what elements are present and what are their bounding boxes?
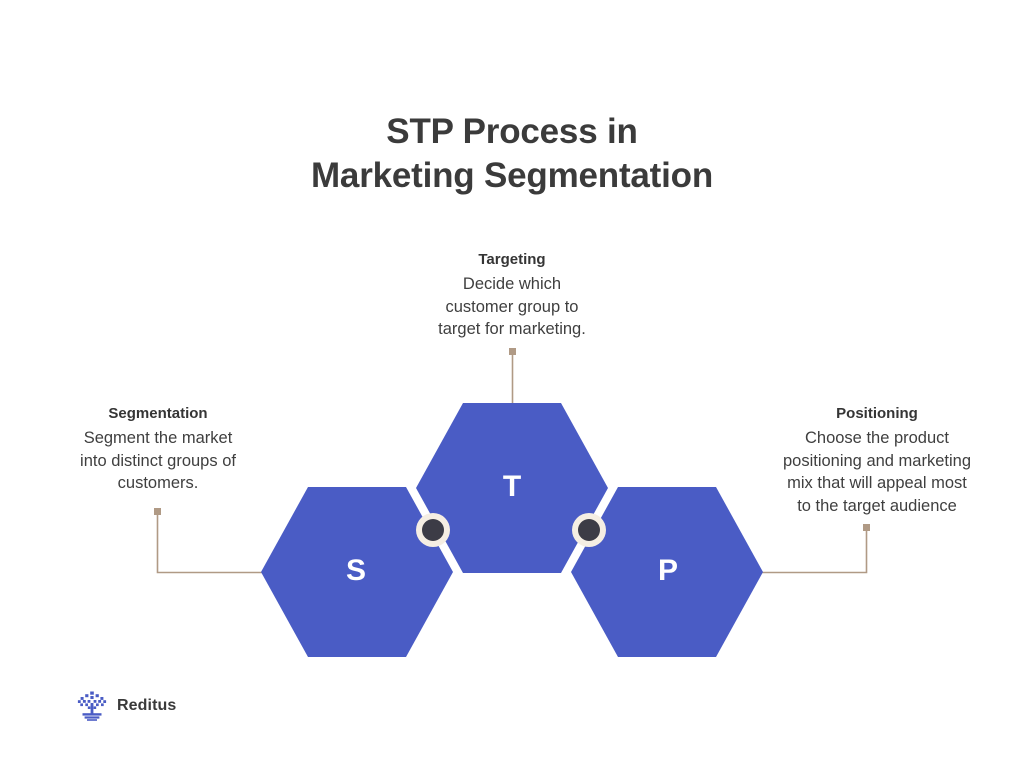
brand-logo-text: Reditus: [117, 697, 177, 714]
callout-positioning-title: Positioning: [836, 405, 918, 422]
callout-positioning-desc-line-4: to the target audience: [797, 496, 957, 515]
connector-targeting-endpoint: [509, 348, 516, 355]
callout-targeting-desc-line-1: Decide which: [462, 275, 562, 293]
callout-targeting-desc-line-3: target for marketing.: [438, 320, 586, 338]
connector-segmentation-line: [156, 512, 266, 574]
callout-segmentation-title: Segmentation: [108, 405, 208, 422]
connector-segmentation: [154, 508, 266, 574]
callout-positioning-desc-line-1: Choose the product: [804, 429, 949, 447]
callout-targeting-description: Decide which customer group to target fo…: [397, 273, 627, 341]
connector-targeting: [509, 348, 516, 405]
junction-dot-t-p-core: [578, 519, 600, 541]
hexagon-letter-positioning: P: [657, 554, 678, 587]
callout-segmentation-desc-line-3: customers.: [117, 474, 199, 492]
callout-segmentation-desc-line-2: into distinct groups of: [80, 451, 236, 470]
brand-logo: Reditus: [76, 690, 176, 722]
callout-positioning-desc-line-2: positioning and marketing: [782, 451, 972, 470]
callout-positioning-description: Choose the product positioning and marke…: [758, 427, 996, 517]
callout-segmentation-desc-line-1: Segment the market: [83, 429, 233, 447]
tree-icon: [77, 691, 107, 721]
hexagon-positioning[interactable]: [571, 487, 763, 657]
connector-segmentation-endpoint: [154, 508, 161, 515]
callout-segmentation-description: Segment the market into distinct groups …: [48, 427, 268, 495]
callout-targeting-desc-line-2: customer group to: [445, 297, 579, 316]
connector-positioning-endpoint: [863, 524, 870, 531]
connector-positioning: [758, 524, 870, 574]
page-title-line-1: STP Process in: [386, 112, 638, 151]
junction-dot-t-p: [572, 513, 606, 547]
callout-targeting: Targeting Decide which customer group to…: [397, 250, 627, 341]
callout-positioning-desc-line-3: mix that will appeal most: [787, 474, 967, 492]
page-title-line-2: Marketing Segmentation: [310, 156, 714, 195]
hexagon-letter-targeting: T: [502, 470, 522, 503]
callout-targeting-title: Targeting: [478, 251, 546, 268]
callout-positioning: Positioning Choose the product positioni…: [758, 404, 996, 517]
page-title: STP Process in Marketing Segmentation: [0, 110, 1024, 198]
hexagon-segmentation[interactable]: [261, 487, 453, 657]
connector-positioning-line: [758, 528, 868, 574]
callout-segmentation: Segmentation Segment the market into dis…: [48, 404, 268, 495]
hexagon-letter-segmentation: S: [345, 554, 366, 587]
junction-dot-s-t-core: [422, 519, 444, 541]
junction-dot-s-t: [416, 513, 450, 547]
hexagon-targeting[interactable]: [416, 403, 608, 573]
